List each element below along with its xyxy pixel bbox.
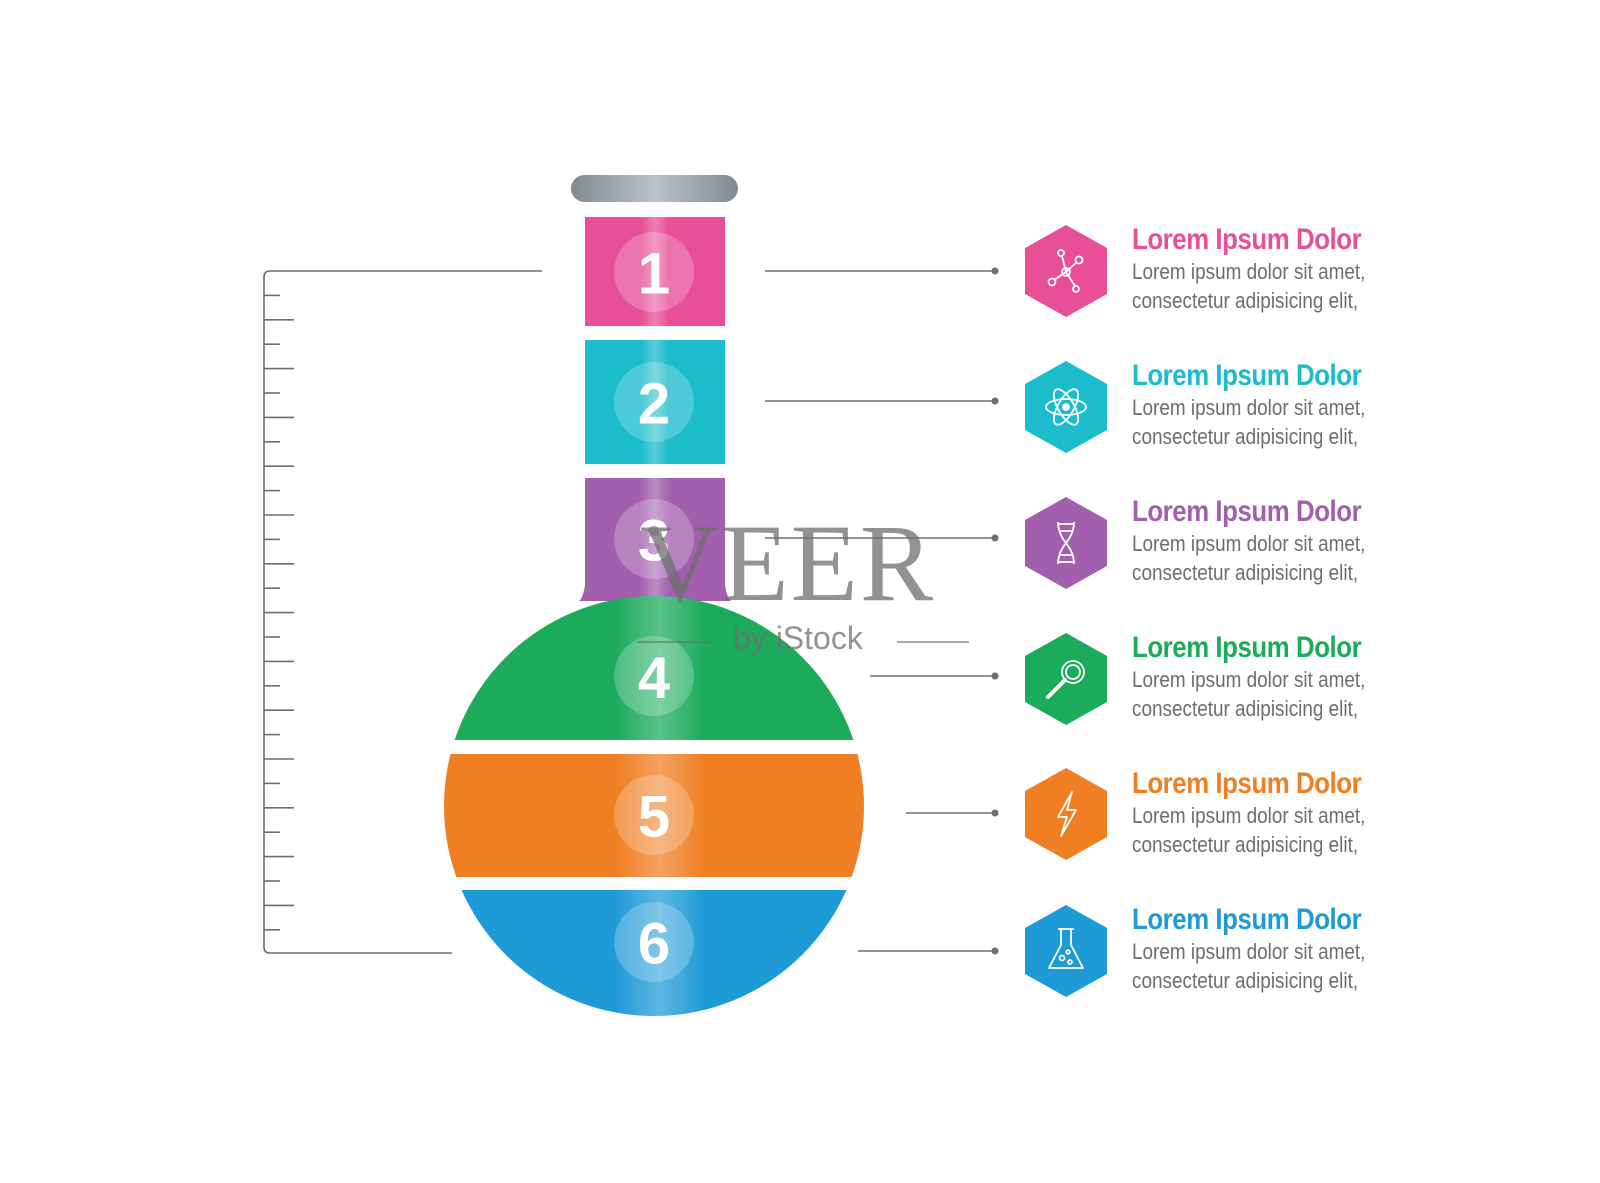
hexagon-4	[1025, 633, 1107, 725]
segment-2	[585, 340, 725, 464]
watermark-rule-right	[897, 641, 969, 643]
item-2: Lorem Ipsum Dolor Lorem ipsum dolor sit …	[1132, 359, 1432, 451]
item-5-line1: Lorem ipsum dolor sit amet,	[1132, 803, 1366, 828]
item-6: Lorem Ipsum Dolor Lorem ipsum dolor sit …	[1132, 903, 1432, 995]
item-2-line1: Lorem ipsum dolor sit amet,	[1132, 395, 1366, 420]
hexagon-5	[1025, 768, 1107, 860]
item-1-title: Lorem Ipsum Dolor	[1132, 223, 1362, 256]
item-5-title: Lorem Ipsum Dolor	[1132, 767, 1362, 800]
ruler-ticks	[264, 294, 294, 931]
magnifier-icon	[1046, 660, 1085, 699]
segment-number-3: 3	[638, 509, 670, 574]
segment-number-6: 6	[638, 912, 670, 977]
item-6-line1: Lorem ipsum dolor sit amet,	[1132, 939, 1366, 964]
number-badges: 1 2 3 4 5 6	[614, 232, 694, 982]
segment-number-5: 5	[638, 785, 670, 850]
segment-number-4: 4	[638, 646, 670, 711]
item-3-line1: Lorem ipsum dolor sit amet,	[1132, 531, 1366, 556]
segment-1	[585, 217, 725, 326]
item-3-line2: consectetur adipisicing elit,	[1132, 560, 1359, 585]
segment-number-1: 1	[638, 242, 670, 307]
item-2-title: Lorem Ipsum Dolor	[1132, 359, 1362, 392]
item-1-line1: Lorem ipsum dolor sit amet,	[1132, 259, 1366, 284]
item-4-line2: consectetur adipisicing elit,	[1132, 696, 1359, 721]
item-2-line2: consectetur adipisicing elit,	[1132, 424, 1359, 449]
dna-icon	[1057, 521, 1075, 565]
item-4: Lorem Ipsum Dolor Lorem ipsum dolor sit …	[1132, 631, 1432, 723]
item-5: Lorem Ipsum Dolor Lorem ipsum dolor sit …	[1132, 767, 1432, 859]
item-1-line2: consectetur adipisicing elit,	[1132, 288, 1359, 313]
segment-3	[579, 478, 731, 601]
item-1: Lorem Ipsum Dolor Lorem ipsum dolor sit …	[1132, 223, 1432, 315]
flask-icon	[1048, 928, 1084, 969]
atom-icon	[1045, 388, 1087, 426]
hexagon-6	[1025, 905, 1107, 997]
hexagon-3	[1025, 497, 1107, 589]
flask-cap	[571, 175, 738, 202]
item-6-title: Lorem Ipsum Dolor	[1132, 903, 1362, 936]
segment-number-2: 2	[638, 372, 670, 437]
measurement-ruler	[263, 270, 542, 954]
segment-5	[444, 754, 864, 877]
molecule-icon	[1047, 249, 1084, 293]
hexagon-2	[1025, 361, 1107, 453]
item-6-line2: consectetur adipisicing elit,	[1132, 968, 1359, 993]
item-4-line1: Lorem ipsum dolor sit amet,	[1132, 667, 1366, 692]
watermark-subtext: by iStock	[733, 620, 863, 656]
watermark-rule-left	[637, 641, 711, 643]
item-3-title: Lorem Ipsum Dolor	[1132, 495, 1362, 528]
item-4-title: Lorem Ipsum Dolor	[1132, 631, 1362, 664]
item-3: Lorem Ipsum Dolor Lorem ipsum dolor sit …	[1132, 495, 1432, 587]
item-5-line2: consectetur adipisicing elit,	[1132, 832, 1359, 857]
watermark-text: VEER	[640, 502, 936, 624]
lightning-icon	[1057, 791, 1077, 837]
connector-lines	[765, 267, 999, 955]
hexagon-1	[1025, 225, 1107, 317]
